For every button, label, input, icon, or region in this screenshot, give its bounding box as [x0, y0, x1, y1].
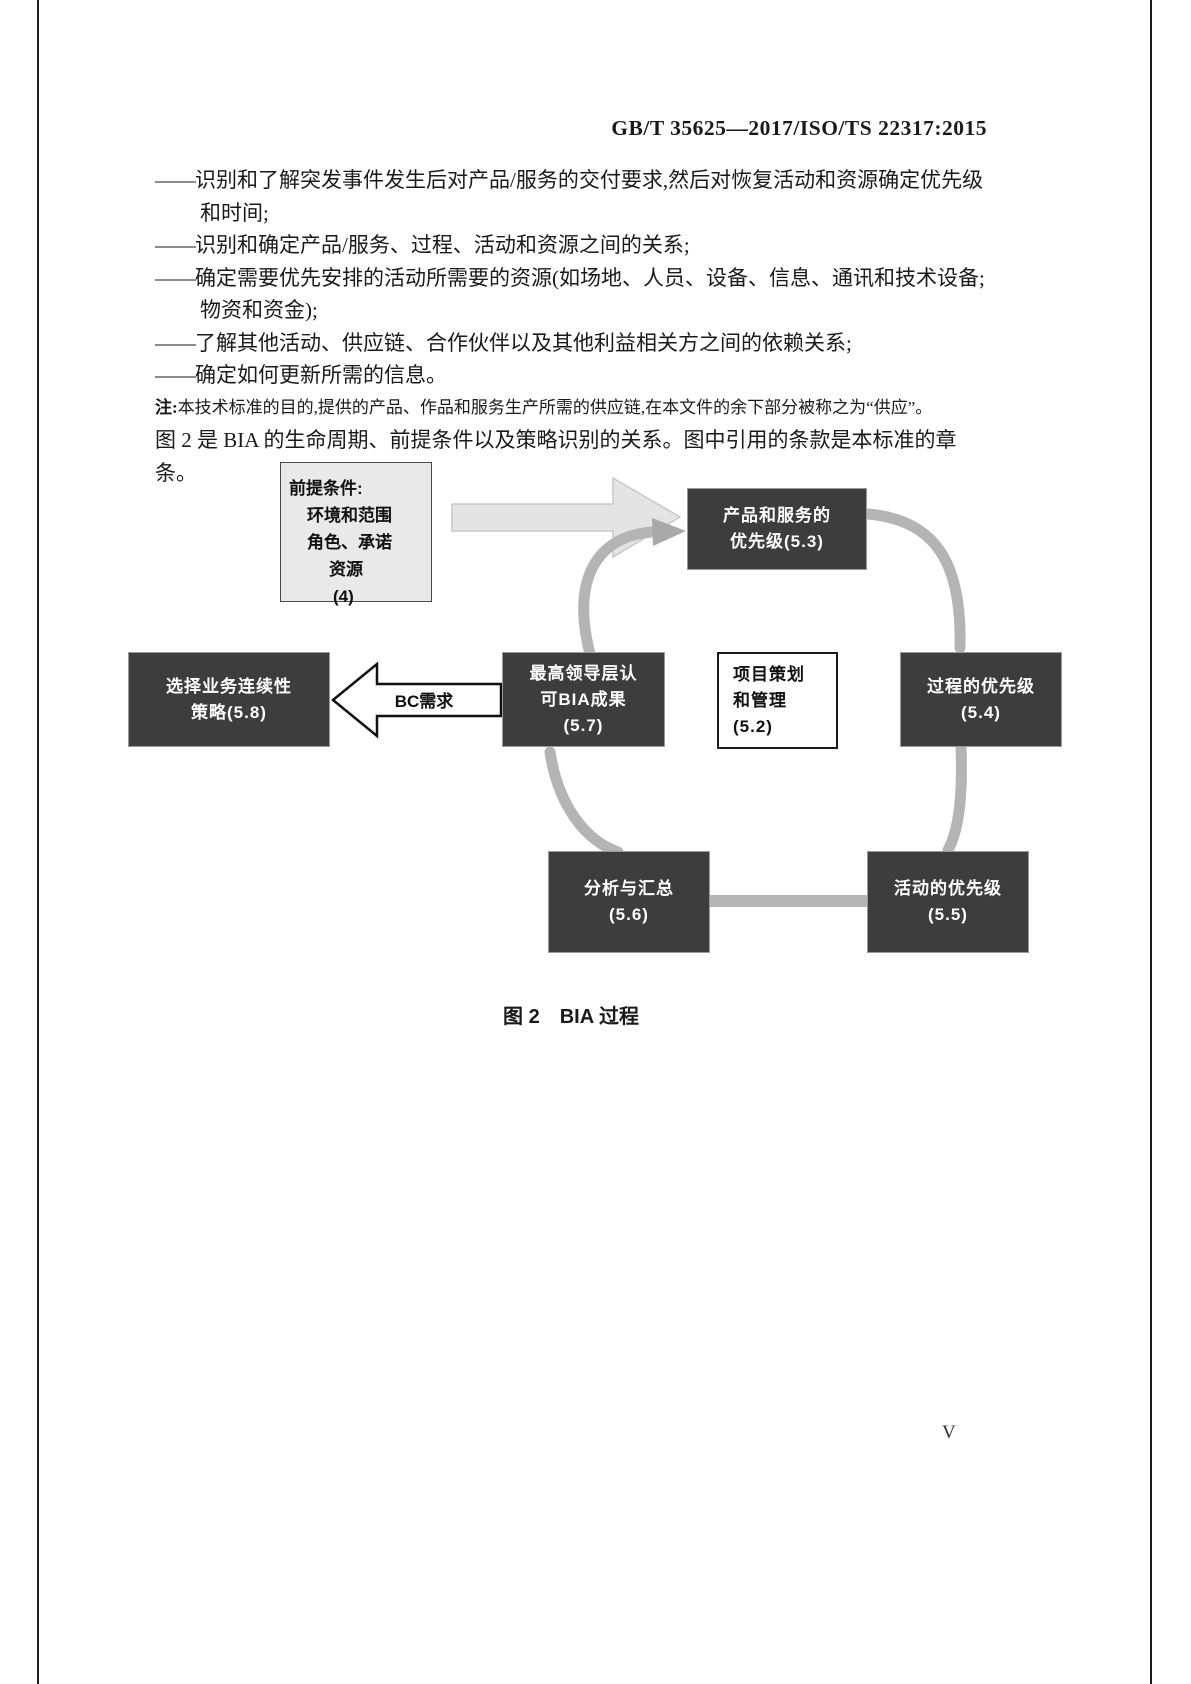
arc-process-to-activities	[942, 741, 967, 856]
bullet-dash: ——	[155, 330, 196, 355]
bullet-dash: ——	[155, 265, 196, 290]
node-label: (5.4)	[961, 702, 1001, 722]
bc-requirements-arrow-icon	[331, 661, 503, 739]
bullet-item: ——了解其他活动、供应链、合作伙伴以及其他利益相关方之间的依赖关系;	[155, 327, 989, 360]
node-label: (5.6)	[609, 905, 649, 924]
node-label: 选择业务连续性	[166, 676, 292, 696]
arc-arrowhead-icon	[652, 518, 686, 546]
bullet-item: ——确定需要优先安排的活动所需要的资源(如场地、人员、设备、信息、通讯和技术设备…	[155, 262, 989, 327]
bullet-item: ——确定如何更新所需的信息。	[155, 359, 989, 392]
bullet-text: 了解其他活动、供应链、合作伙伴以及其他利益相关方之间的依赖关系;	[195, 330, 852, 355]
prerequisites-item: (4)	[333, 587, 354, 606]
node-label: 活动的优先级	[894, 879, 1002, 898]
node-top-management-approval: 最高领导层认 可BIA成果 (5.7)	[502, 652, 665, 747]
node-label: 和管理	[733, 690, 787, 710]
figure-caption: 图 2 BIA 过程	[503, 1006, 639, 1028]
standard-number-header: GB/T 35625—2017/ISO/TS 22317:2015	[611, 116, 987, 140]
node-label: 最高领导层认	[529, 663, 638, 683]
arc-analysis-to-approval	[544, 746, 624, 858]
body-text: ——识别和了解突发事件发生后对产品/服务的交付要求,然后对恢复活动和资源确定优先…	[155, 164, 989, 489]
bullet-item: ——识别和确定产品/服务、过程、活动和资源之间的关系;	[155, 229, 989, 262]
node-label: 产品和服务的	[723, 506, 831, 525]
bullet-text: 确定如何更新所需的信息。	[195, 363, 447, 387]
note: 注:本技术标准的目的,提供的产品、作品和服务生产所需的供应链,在本文件的余下部分…	[155, 392, 989, 425]
arc-approval-to-products	[578, 526, 658, 660]
bullet-dash: ——	[155, 168, 196, 192]
left-binding-line	[37, 0, 39, 1684]
figure-intro-paragraph: 图 2 是 BIA 的生命周期、前提条件以及策略识别的关系。图中引用的条款是本标…	[155, 428, 957, 485]
node-label: 项目策划	[733, 664, 805, 684]
prerequisites-item: 环境和范围	[307, 506, 392, 525]
node-label: 可BIA成果	[540, 689, 627, 709]
prerequisites-item: 资源	[329, 560, 363, 579]
bullet-dash: ——	[155, 363, 196, 387]
node-activities-priority: 活动的优先级 (5.5)	[867, 851, 1029, 953]
node-label: (5.7)	[563, 715, 604, 735]
node-label: 优先级(5.3)	[730, 532, 824, 551]
right-binding-line	[1150, 0, 1152, 1684]
node-label: 过程的优先级	[927, 676, 1035, 696]
page-number: V	[942, 1422, 956, 1443]
bullet-dash: ——	[155, 233, 196, 257]
prerequisites-item: 角色、承诺	[307, 533, 392, 552]
bullet-text: 识别和确定产品/服务、过程、活动和资源之间的关系;	[195, 233, 690, 257]
node-label: (5.5)	[928, 905, 968, 924]
node-process-priority: 过程的优先级 (5.4)	[900, 652, 1062, 747]
node-products-services-priority: 产品和服务的 优先级(5.3)	[687, 488, 867, 570]
bullet-text: 识别和了解突发事件发生后对产品/服务的交付要求,然后对恢复活动和资源确定优先级和…	[195, 168, 984, 225]
note-label: 注:	[155, 397, 178, 417]
arc-products-to-process	[862, 508, 966, 654]
bullet-item: ——识别和了解突发事件发生后对产品/服务的交付要求,然后对恢复活动和资源确定优先…	[155, 164, 989, 229]
node-label: 策略(5.8)	[191, 702, 267, 722]
node-analysis-consolidation: 分析与汇总 (5.6)	[548, 851, 710, 953]
node-label: 分析与汇总	[584, 879, 674, 898]
bullet-text: 确定需要优先安排的活动所需要的资源(如场地、人员、设备、信息、通讯和技术设备;物…	[195, 265, 985, 323]
node-project-planning: 项目策划 和管理 (5.2)	[717, 652, 838, 749]
node-label: (5.2)	[733, 716, 773, 736]
note-text: 本技术标准的目的,提供的产品、作品和服务生产所需的供应链,在本文件的余下部分被称…	[177, 397, 933, 417]
prerequisites-arrow-icon	[451, 476, 682, 559]
node-select-bc-strategy: 选择业务连续性 策略(5.8)	[128, 652, 330, 747]
bc-requirements-label: BC需求	[394, 692, 454, 711]
